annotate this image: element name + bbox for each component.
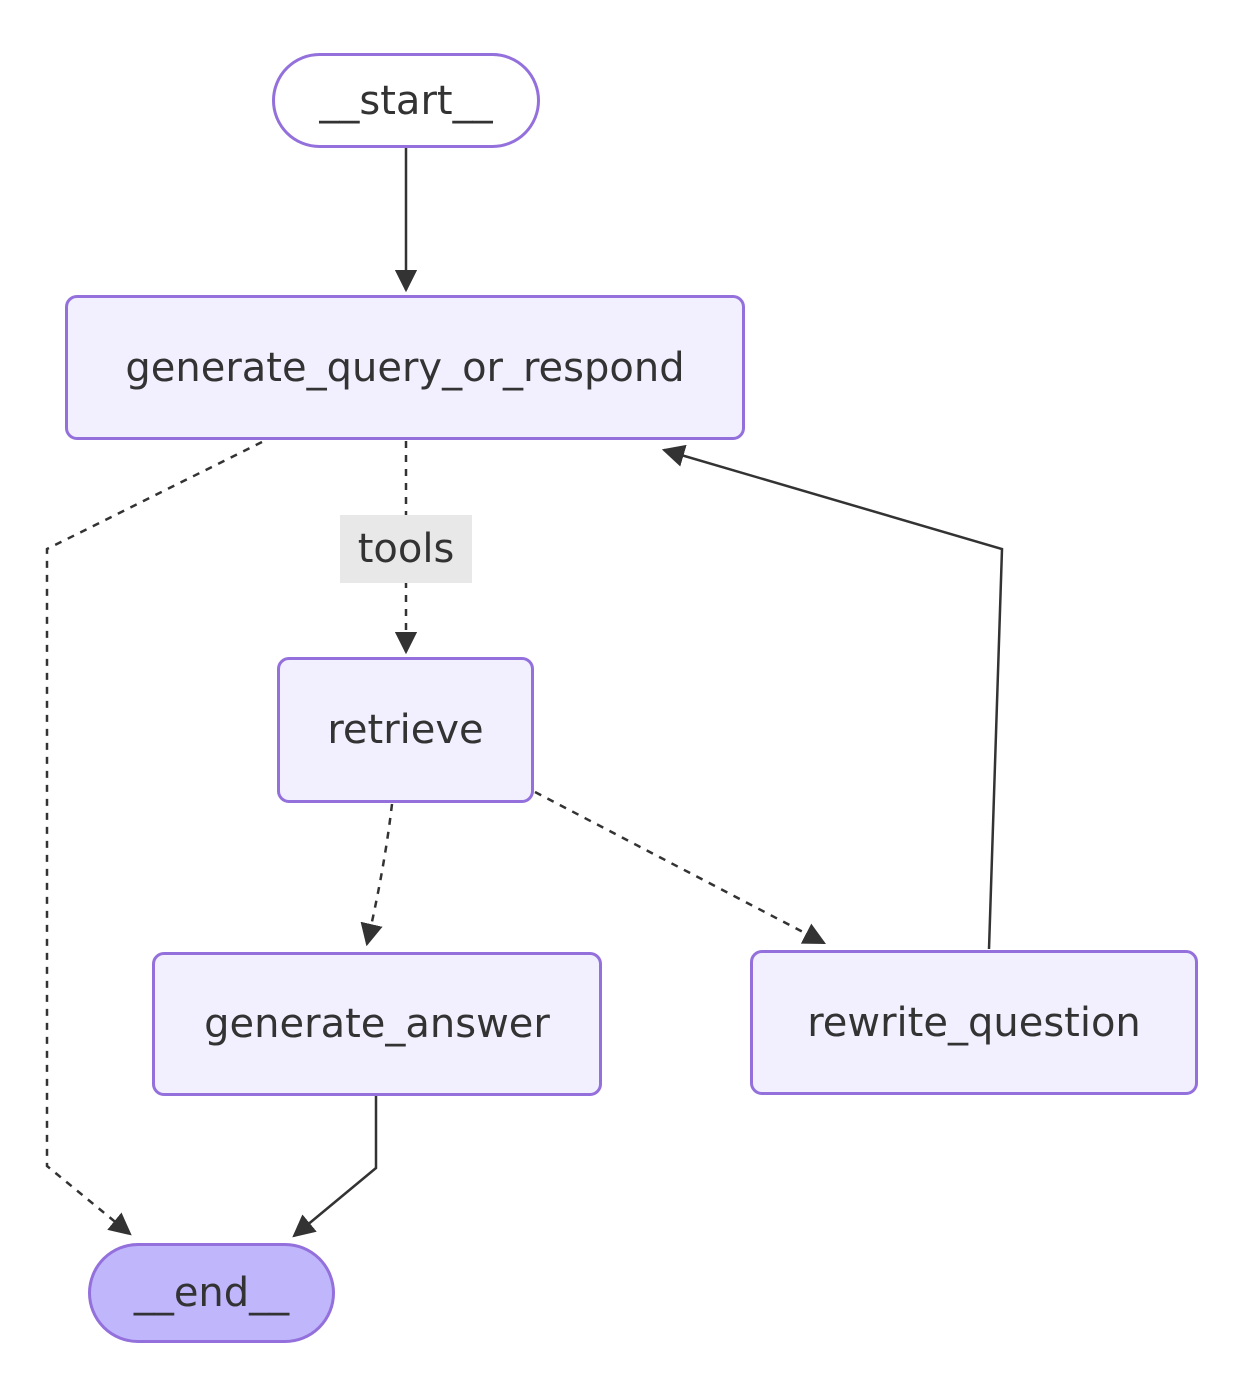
node-retrieve-label: retrieve xyxy=(327,707,484,753)
edge-generate-query-or-respond-to-end xyxy=(45,440,263,1236)
edge-label-tools: tools xyxy=(340,515,472,583)
edge-label-tools-text: tools xyxy=(357,526,455,572)
node-retrieve: retrieve xyxy=(277,657,534,803)
node-rewrite-question-label: rewrite_question xyxy=(807,999,1141,1046)
node-generate-answer: generate_answer xyxy=(152,952,602,1096)
node-generate-query-or-respond: generate_query_or_respond xyxy=(65,295,745,440)
edge-generate-answer-to-end xyxy=(292,1096,378,1238)
node-end-label: __end__ xyxy=(133,1270,290,1316)
node-start-label: __start__ xyxy=(319,77,493,124)
edge-retrieve-to-generate-answer xyxy=(360,803,394,947)
node-end: __end__ xyxy=(88,1243,335,1343)
edge-rewrite-question-to-generate-query-or-respond xyxy=(661,444,1004,950)
node-rewrite-question: rewrite_question xyxy=(750,950,1198,1095)
node-generate-query-or-respond-label: generate_query_or_respond xyxy=(125,344,685,391)
node-generate-answer-label: generate_answer xyxy=(204,1001,550,1047)
node-start: __start__ xyxy=(272,53,540,148)
edge-retrieve-to-rewrite-question xyxy=(534,790,826,945)
